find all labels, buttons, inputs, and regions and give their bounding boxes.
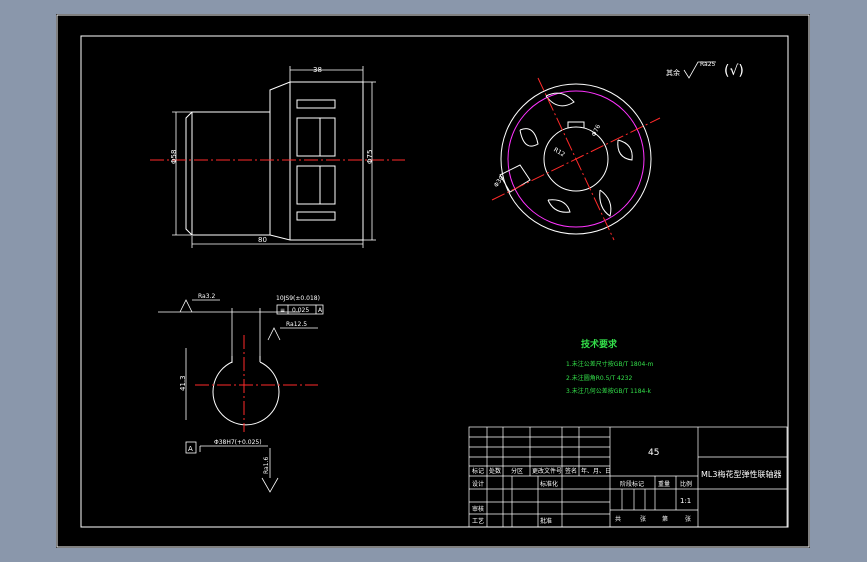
rev-header-0: 标记 xyxy=(472,467,484,475)
tech-requirements: 技术要求 1.未注公差尺寸按GB/T 1804-m 2.未注圆角R0.5/T 4… xyxy=(566,338,654,395)
rev-header-5: 年、月、日 xyxy=(581,467,611,475)
sheet-outer-border xyxy=(56,14,810,548)
roughness-c: Ra1.6 xyxy=(263,457,270,474)
scale-value: 1:1 xyxy=(680,497,691,505)
dim-hub-dia: Φ58 xyxy=(170,150,178,164)
keyway-view: Ra3.2 10JS9(±0.018) ≡ 0.025 A Ra12.5 41.… xyxy=(158,293,324,493)
label-scale: 比例 xyxy=(680,480,692,488)
bore-circle xyxy=(543,126,609,192)
tol-datum: A xyxy=(318,307,323,314)
part-name: ML3梅花型弹性联轴器 xyxy=(701,469,781,479)
hidden-circle xyxy=(507,90,645,228)
dim-bore-tolerance: Φ38H7(+0.025) xyxy=(214,439,262,446)
tech-item-1: 1.未注公差尺寸按GB/T 1804-m xyxy=(566,360,654,368)
label-stage: 阶段标记 xyxy=(620,480,644,488)
roughness-prefix: 其余 xyxy=(666,68,680,77)
end-centerline-b xyxy=(491,117,661,201)
roughness-corner-value: Ra25 xyxy=(700,61,716,68)
label-check: 审核 xyxy=(472,505,484,513)
dim-bore: 41.3 xyxy=(179,375,187,391)
sheet-label-0: 共 xyxy=(615,515,621,523)
roughness-corner: 其余 Ra25 (√) xyxy=(666,61,744,79)
dim-slot-b: Φ76 xyxy=(591,123,603,137)
dim-keyway: 10JS9(±0.018) xyxy=(276,295,320,302)
rev-header-1: 处数 xyxy=(489,467,501,475)
tech-title: 技术要求 xyxy=(581,338,618,350)
outer-circle xyxy=(500,83,652,235)
title-block-text: 45 ML3梅花型弹性联轴器 标记 处数 分区 更改文件号 签名 年、月、日 设… xyxy=(472,448,781,525)
label-approve: 批准 xyxy=(540,517,552,525)
datum-box xyxy=(185,441,197,454)
material: 45 xyxy=(648,448,659,458)
tech-item-2: 2.未注圆角R0.5/T 4232 xyxy=(566,374,632,382)
rev-header-3: 更改文件号 xyxy=(532,467,562,475)
claw-slot xyxy=(296,99,336,109)
roughness-a: Ra3.2 xyxy=(198,293,215,300)
rev-header-2: 分区 xyxy=(511,467,523,475)
sheet-label-1: 张 xyxy=(640,515,646,523)
label-design: 设计 xyxy=(472,480,484,488)
title-block xyxy=(468,426,788,528)
label-weight: 重量 xyxy=(658,480,670,488)
label-standard: 标准化 xyxy=(540,480,558,488)
tech-item-3: 3.未注几何公差按GB/T 1184-k xyxy=(566,387,652,395)
notch xyxy=(519,128,539,147)
roughness-b: Ra12.5 xyxy=(286,321,307,328)
sheet-label-3: 张 xyxy=(685,515,691,523)
datum-label: A xyxy=(188,445,193,453)
end-view: R12 Φ76 Φ30 xyxy=(491,77,661,241)
tol-value: 0.025 xyxy=(292,307,309,314)
dim-flange-dia: Φ75 xyxy=(366,150,374,164)
label-process: 工艺 xyxy=(472,517,484,525)
front-view: 38 Φ58 Φ75 80 xyxy=(150,66,405,248)
rev-header-4: 签名 xyxy=(565,467,577,475)
dim-top-width: 38 xyxy=(313,66,322,74)
tolerance-frame xyxy=(276,304,324,315)
sheet-background xyxy=(56,14,810,548)
dim-length: 80 xyxy=(258,236,267,244)
tol-symbol: ≡ xyxy=(280,307,285,314)
roughness-corner-suffix: (√) xyxy=(724,63,744,79)
sheet-label-2: 第 xyxy=(662,515,668,523)
keyway-bore xyxy=(212,361,280,426)
sheet-inner-border xyxy=(80,35,789,528)
